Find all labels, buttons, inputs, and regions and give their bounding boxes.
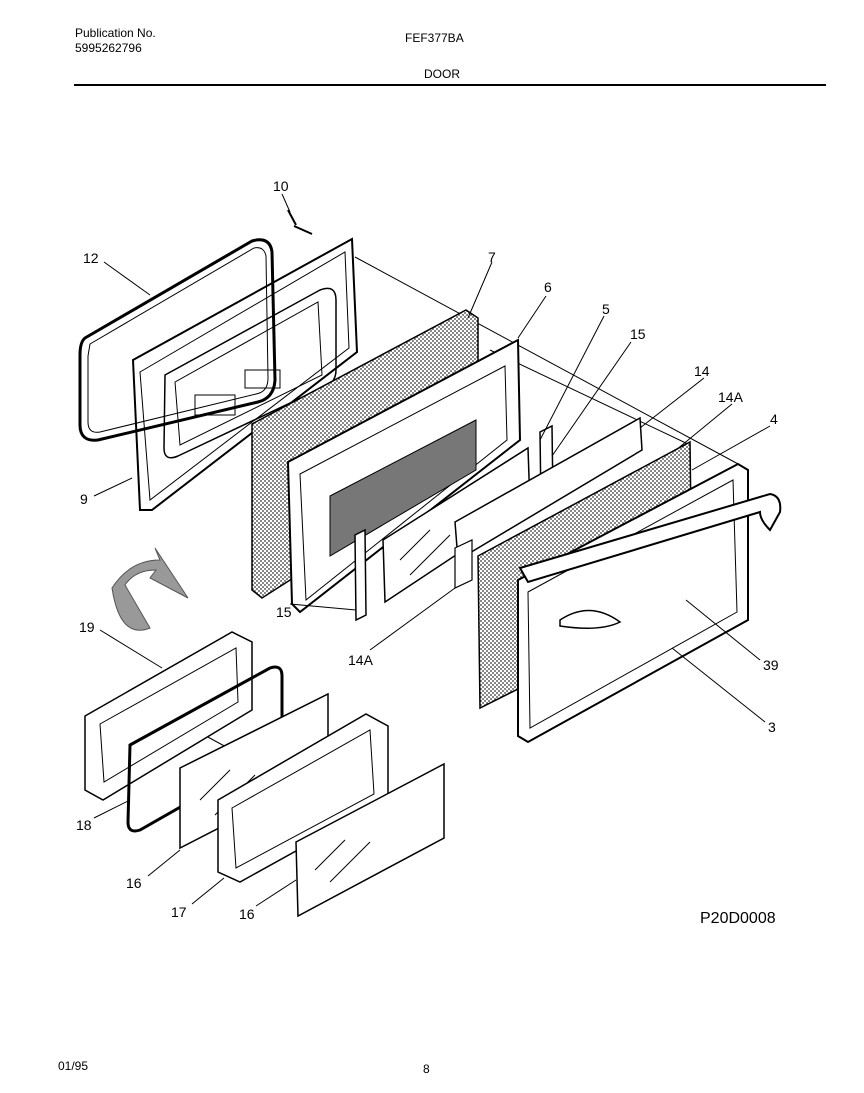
callout-15-top: 15 bbox=[630, 326, 646, 342]
outer-door-frame bbox=[517, 462, 782, 744]
callout-10: 10 bbox=[273, 178, 289, 194]
gasket-part bbox=[78, 238, 277, 442]
callout-14A-bottom: 14A bbox=[348, 652, 374, 668]
glass-frame-19 bbox=[84, 631, 253, 801]
callout-16-left: 16 bbox=[126, 875, 142, 891]
page-number: 8 bbox=[423, 1062, 430, 1076]
publication-label: Publication No. bbox=[75, 26, 156, 40]
callout-17: 17 bbox=[171, 904, 187, 920]
glass-16b bbox=[295, 762, 445, 918]
callout-14: 14 bbox=[694, 363, 710, 379]
callout-4: 4 bbox=[770, 411, 778, 427]
direction-arrow bbox=[111, 547, 189, 631]
callout-18: 18 bbox=[76, 817, 92, 833]
leader-lines bbox=[93, 193, 771, 907]
callout-39: 39 bbox=[763, 657, 779, 673]
model-number: FEF377BA bbox=[405, 31, 464, 45]
callout-9: 9 bbox=[80, 491, 88, 507]
screw-part bbox=[287, 209, 313, 235]
callout-7: 7 bbox=[488, 249, 496, 265]
section-title: DOOR bbox=[424, 67, 460, 81]
callout-15-bottom: 15 bbox=[276, 604, 292, 620]
publication-number: 5995262796 bbox=[75, 41, 142, 55]
callout-14A-top: 14A bbox=[718, 389, 744, 405]
footer-date: 01/95 bbox=[58, 1059, 89, 1073]
callout-3: 3 bbox=[768, 719, 776, 735]
diagram-code: P20D0008 bbox=[700, 910, 776, 927]
callout-6: 6 bbox=[544, 279, 552, 295]
callout-5: 5 bbox=[602, 301, 610, 317]
callout-16-right: 16 bbox=[239, 906, 255, 922]
header-rule bbox=[74, 84, 826, 86]
callout-12: 12 bbox=[83, 250, 99, 266]
door-liner-part bbox=[286, 338, 522, 614]
callout-19: 19 bbox=[79, 619, 95, 635]
